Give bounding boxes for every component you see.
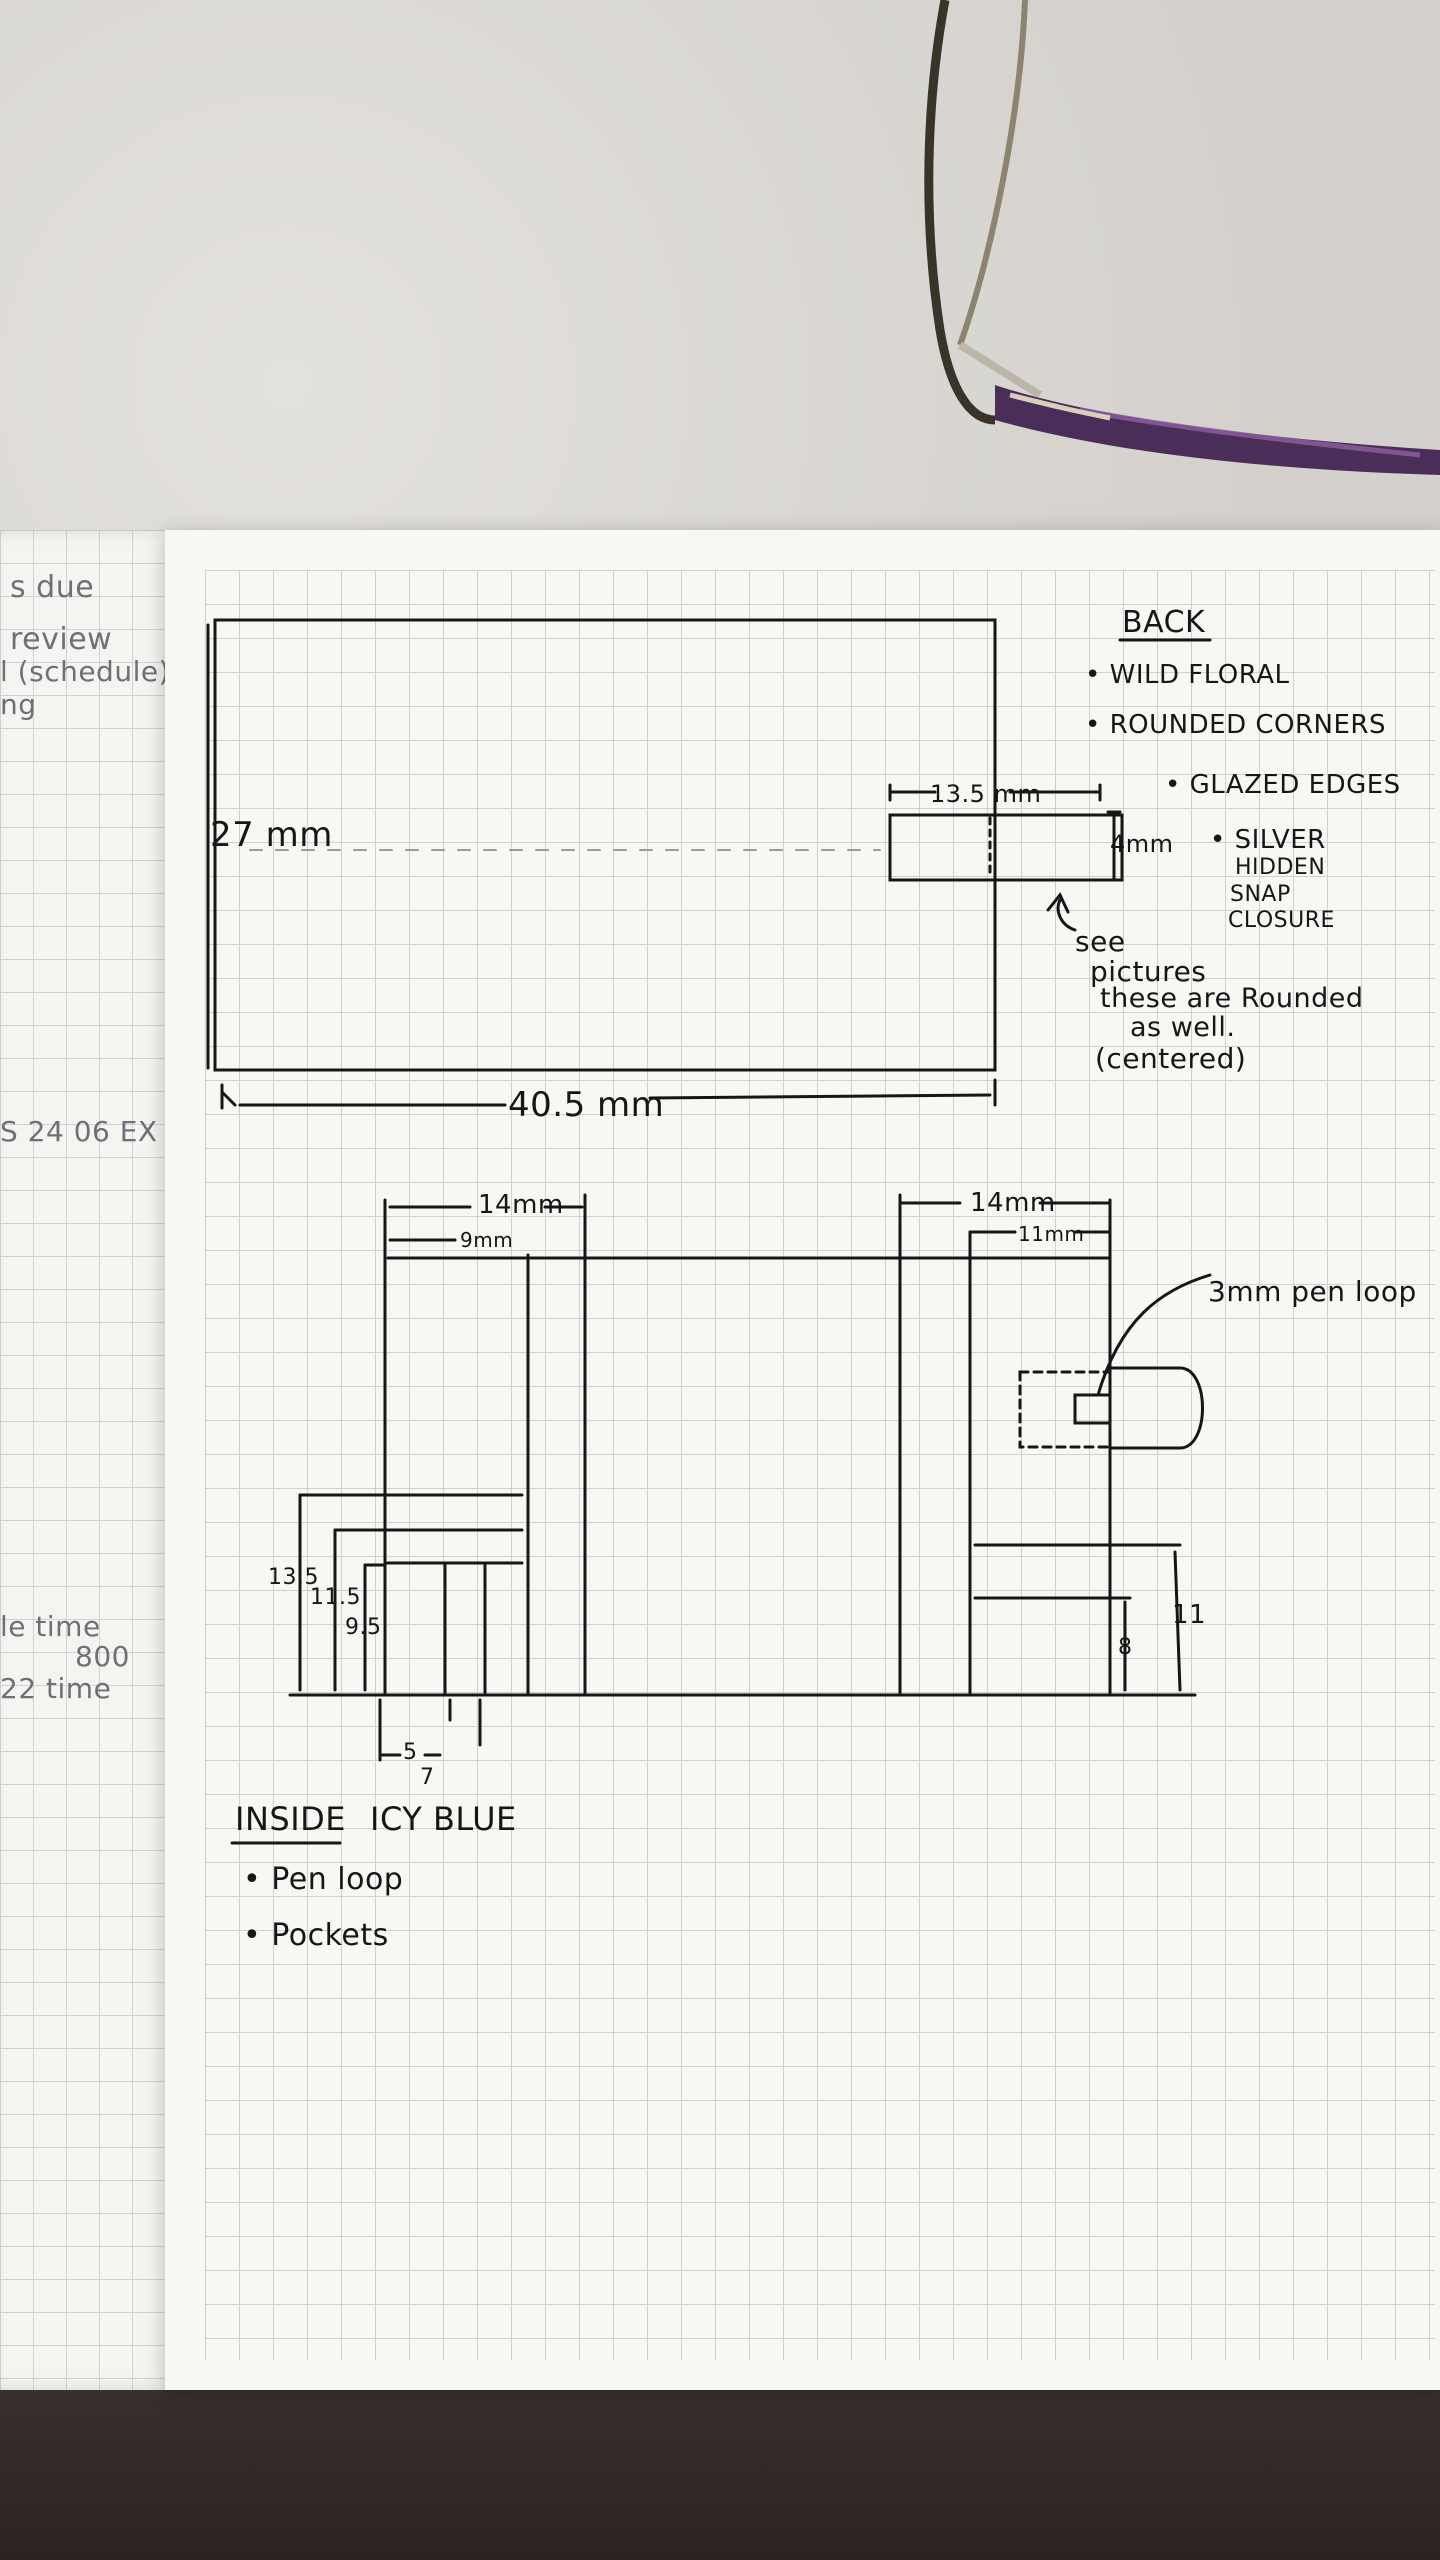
pen-loop-label: 3mm pen loop: [1208, 1275, 1417, 1308]
note-rounded: these are Rounded: [1100, 983, 1364, 1014]
left-page-line-8: 22 time: [0, 1672, 112, 1705]
left-page-line-1: s due: [10, 570, 95, 605]
back-item-2: • ROUNDED CORNERS: [1085, 710, 1386, 740]
inside-color: ICY BLUE: [370, 1800, 517, 1838]
right-notebook-page: [165, 530, 1440, 2390]
left-inner-width-label: 9mm: [460, 1228, 514, 1252]
pocket-height-3: 9.5: [345, 1615, 382, 1640]
inside-item-1: • Pen loop: [243, 1862, 404, 1897]
note-see: see: [1075, 925, 1126, 958]
back-width-label: 40.5 mm: [508, 1085, 665, 1125]
inside-item-2: • Pockets: [243, 1918, 389, 1953]
back-item-6: SNAP: [1230, 882, 1291, 907]
left-page-line-6: le time: [0, 1610, 101, 1643]
graph-paper-grid: [205, 570, 1435, 2360]
pocket-width-2: 7: [420, 1765, 435, 1790]
note-centered: (centered): [1095, 1042, 1247, 1075]
clasp-width-label: 13.5 mm: [930, 780, 1042, 808]
left-page-line-2: review: [10, 622, 113, 657]
right-inner-width-label: 11mm: [1018, 1222, 1085, 1246]
pocket-width-1: 5: [403, 1740, 418, 1765]
left-page-line-3: l (schedule): [0, 655, 171, 688]
back-item-3: • GLAZED EDGES: [1165, 770, 1401, 800]
right-pocket-height-1: 11: [1172, 1600, 1207, 1630]
pocket-height-2: 11.5: [310, 1585, 361, 1610]
back-heading: BACK: [1122, 605, 1206, 640]
clasp-height-label: 4mm: [1110, 830, 1174, 858]
left-page-line-5: S 24 06 EX: [0, 1115, 158, 1148]
back-height-label: 27 mm: [210, 815, 333, 855]
table-edge: [0, 2360, 1440, 2560]
note-as-well: as well.: [1130, 1012, 1236, 1043]
pocket-height-1: 13.5: [268, 1565, 319, 1590]
left-outer-width-label: 14mm: [478, 1190, 564, 1220]
right-pocket-height-2: 8: [1118, 1635, 1133, 1660]
back-item-7: CLOSURE: [1228, 908, 1335, 933]
note-pictures: pictures: [1090, 955, 1207, 988]
left-page-line-7: 800: [75, 1640, 130, 1673]
back-item-5: HIDDEN: [1235, 855, 1326, 880]
back-item-4: • SILVER: [1210, 825, 1326, 855]
back-item-1: • WILD FLORAL: [1085, 660, 1290, 690]
clasp-outline: [888, 813, 1124, 882]
right-outer-width-label: 14mm: [970, 1188, 1056, 1218]
inside-heading: INSIDE: [235, 1800, 346, 1838]
back-panel-outline: [213, 618, 997, 1072]
eyeglasses-image: [900, 0, 1440, 500]
left-page-line-4: ng: [0, 688, 37, 721]
